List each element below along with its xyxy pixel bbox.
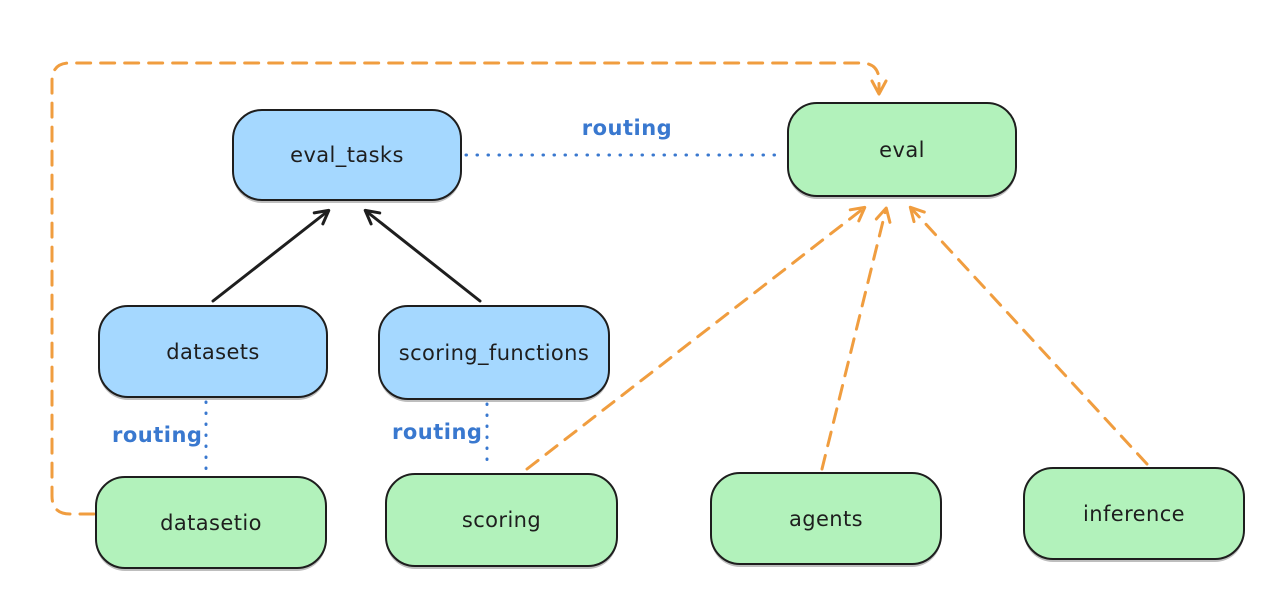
node-scoring-functions-label: scoring_functions [398, 340, 590, 365]
node-scoring-label: scoring [461, 508, 542, 532]
node-eval-tasks: eval_tasks [232, 109, 462, 201]
edge-scoring-to-eval [525, 205, 867, 471]
node-inference: inference [1023, 467, 1245, 560]
node-datasets-label: datasets [166, 339, 260, 364]
edge-scoring-functions-to-eval-tasks [363, 208, 482, 303]
node-datasetio-label: datasetio [160, 510, 262, 535]
edge-label-routing-datasets-datasetio: routing [112, 423, 203, 447]
node-datasets: datasets [98, 305, 328, 398]
node-agents-label: agents [788, 506, 863, 531]
node-scoring-functions: scoring_functions [378, 305, 610, 400]
edge-inference-to-eval [908, 205, 1149, 466]
node-eval-tasks-label: eval_tasks [290, 143, 404, 167]
edge-datasetio-to-eval [50, 61, 888, 516]
node-datasetio: datasetio [95, 476, 327, 569]
node-agents: agents [710, 472, 942, 565]
node-eval-label: eval [879, 137, 925, 162]
edge-label-routing-scoring-functions-scoring: routing [392, 420, 483, 444]
node-inference-label: inference [1083, 501, 1185, 526]
node-eval: eval [787, 102, 1017, 197]
edge-datasets-to-eval-tasks [211, 208, 331, 303]
edge-agents-to-eval [820, 206, 892, 471]
edge-label-routing-eval-tasks-eval: routing [581, 116, 673, 140]
node-scoring: scoring [385, 473, 618, 567]
